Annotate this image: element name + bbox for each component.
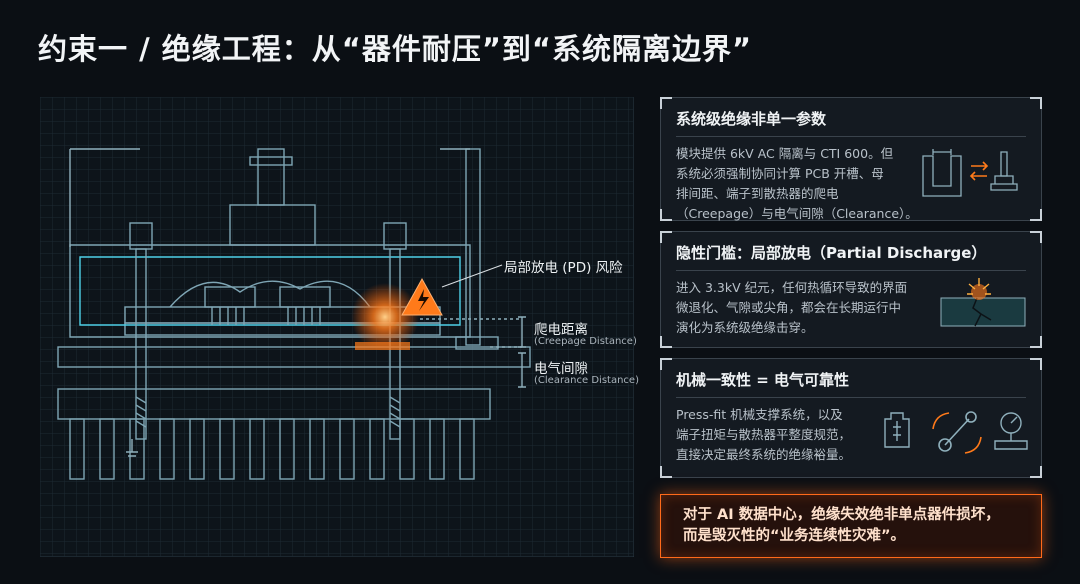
creepage-label-en: (Creepage Distance) (534, 336, 637, 347)
creepage-label: 爬电距离 (534, 322, 588, 338)
card-title: 机械一致性 = 电气可靠性 (676, 371, 850, 389)
page-title: 约束一 / 绝缘工程：从“器件耐压”到“系统隔离边界” (38, 32, 753, 66)
card-body: Press-fit 机械支撑系统，以及端子扭矩与散热器平整度规范， 直接决定最终… (676, 407, 852, 462)
card-body: 模块提供 6kV AC 隔离与 CTI 600。但系统必须强制协同计算 PCB … (676, 146, 918, 221)
clearance-label: 电气间隙 (534, 361, 588, 377)
mechanical-consistency-card: 机械一致性 = 电气可靠性 Press-fit 机械支撑系统，以及端子扭矩与散热… (660, 358, 1042, 478)
press-fit-torque-flatness-icons (884, 411, 1028, 454)
partial-discharge-crack-icon (940, 278, 1026, 327)
pd-glow (351, 283, 419, 351)
clearance-label-en: (Clearance Distance) (534, 375, 639, 386)
risk-callout: 对于 AI 数据中心，绝缘失效绝非单点器件损坏， 而是毁灭性的“业务连续性灾难”… (660, 494, 1042, 558)
heatsink-fins (69, 418, 475, 480)
callout-text: 对于 AI 数据中心，绝缘失效绝非单点器件损坏， 而是毁灭性的“业务连续性灾难”… (683, 507, 1000, 544)
warning-icon (401, 277, 443, 316)
partial-discharge-card: 隐性门槛：局部放电（Partial Discharge） 进入 3.3kV 纪元… (660, 231, 1042, 348)
pd-risk-label: 局部放电 (PD) 风险 (504, 260, 623, 276)
module-cross-section-diagram (40, 97, 634, 557)
system-insulation-card: 系统级绝缘非单一参数 模块提供 6kV AC 隔离与 CTI 600。但系统必须… (660, 97, 1042, 221)
card-body: 进入 3.3kV 纪元，任何热循环导致的界面微退化、气隙或尖角，都会在长期运行中… (676, 280, 908, 335)
card-title: 系统级绝缘非单一参数 (676, 110, 827, 128)
creepage-clearance-icon (922, 149, 1018, 197)
card-title: 隐性门槛：局部放电（Partial Discharge） (676, 244, 987, 262)
